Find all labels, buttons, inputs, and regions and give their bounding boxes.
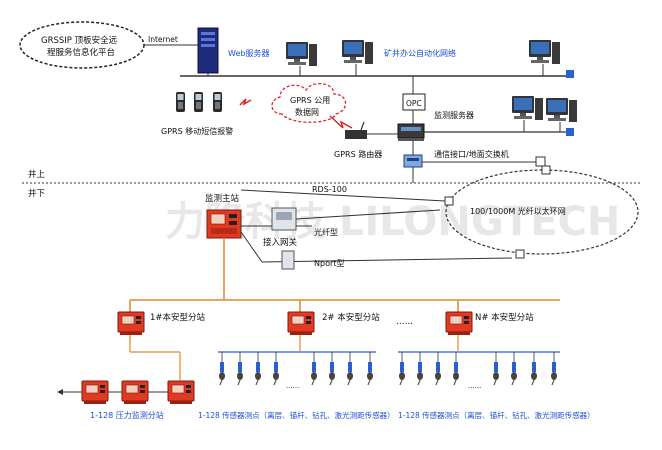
pressure-station-icon	[81, 380, 109, 405]
ring-network-label: 100/1000M 光纤以太环网	[470, 206, 566, 216]
pressure-station-icon	[121, 380, 149, 405]
platform-label-line1: GRSSIP 顶板安全远	[41, 35, 118, 46]
substation-dots: ......	[396, 317, 413, 327]
ring-node-icon	[541, 165, 551, 175]
mobile-phone-icon	[194, 92, 203, 112]
monitor-server-label: 监测服务器	[434, 110, 474, 120]
sensor-icon	[510, 351, 518, 386]
wireless-signal-icon	[239, 98, 252, 106]
sensor-group-1	[218, 351, 374, 386]
gprs-network-label-line2: 数据网	[295, 107, 319, 117]
substation-1-icon	[117, 311, 145, 336]
office-pc-icon	[529, 40, 560, 64]
substation-2-icon	[287, 311, 315, 336]
switch-port-icon	[566, 128, 574, 136]
monitor-host-label: 监测主站	[205, 193, 240, 204]
sensor-group-2	[398, 351, 558, 386]
access-gateway-label: 接入网关	[263, 237, 298, 248]
monitor-pc-icon	[546, 98, 577, 122]
gprs-network-cloud: GPRS 公用 数据网	[271, 83, 347, 123]
substation-2-label: 2# 本安型分站	[322, 312, 380, 323]
pressure-caption: 1-128 压力监测分站	[90, 410, 164, 420]
sensor-icon	[452, 351, 460, 386]
sensor-icon	[328, 351, 336, 386]
rds-label: RDS-100	[312, 185, 347, 194]
access-gateway-icon	[271, 207, 297, 231]
sensor-dots-2: ......	[468, 382, 481, 390]
ground-switch-icon	[403, 154, 423, 168]
platform-label-line2: 程服务信息化平台	[47, 47, 115, 58]
switch-node-icon	[535, 156, 546, 167]
mobile-phone-icon	[176, 92, 185, 112]
substation-n-label: N# 本安型分站	[475, 312, 534, 323]
substation-1-label: 1#本安型分站	[150, 312, 206, 323]
office-pc-icon	[286, 42, 317, 66]
gprs-sms-alarm-label: GPRS 移动短信报警	[161, 126, 233, 136]
ring-node-icon	[444, 196, 454, 206]
opc-box: OPC	[402, 93, 426, 111]
mobile-phone-icon	[213, 92, 222, 112]
internet-label: Internet	[148, 35, 178, 44]
nport-device-icon	[281, 250, 295, 270]
gprs-router-label: GPRS 路由器	[334, 149, 382, 159]
above-ground-label: 井上	[28, 169, 46, 180]
wireless-signal-icon	[329, 115, 353, 129]
fiber-type-label: 光纤型	[314, 227, 338, 237]
sensor-icon	[254, 351, 262, 386]
sensor-icon	[366, 351, 374, 386]
underground-label: 井下	[28, 188, 46, 199]
sensor-icon	[550, 351, 558, 386]
web-server-label: Web服务器	[228, 48, 269, 58]
substation-n-icon	[445, 311, 473, 336]
nport-type-label: Nport型	[314, 259, 344, 268]
sensor-icon	[492, 351, 500, 386]
monitor-host-icon	[206, 209, 242, 239]
sensor-caption-2: 1-128 传感器测点（离层、锚杆、钻孔、激光测距传感器）	[398, 410, 595, 420]
sensor-icon	[218, 351, 226, 386]
sensor-icon	[346, 351, 354, 386]
nport-link	[261, 257, 513, 263]
sensor-icon	[272, 351, 280, 386]
monitor-pc-icon	[512, 96, 543, 120]
sensor-icon	[434, 351, 442, 386]
rds-link	[240, 189, 446, 202]
sensor-icon	[530, 351, 538, 386]
grssip-platform-cloud: GRSSIP 顶板安全远 程服务信息化平台	[19, 21, 145, 69]
sensor-caption-1: 1-128 传感器测点（离层、锚杆、钻孔、激光测距传感器）	[198, 410, 395, 420]
gprs-router-icon	[345, 121, 367, 139]
monitor-server-icon	[397, 123, 425, 141]
sensor-dots-1: ......	[286, 382, 299, 390]
gprs-network-label-line1: GPRS 公用	[290, 96, 330, 105]
opc-label: OPC	[406, 99, 422, 108]
sensor-icon	[398, 351, 406, 386]
pressure-station-icon	[167, 380, 195, 405]
office-pc-icon	[342, 40, 373, 64]
office-network-label: 矿井办公自动化网络	[384, 48, 456, 58]
sensor-icon	[416, 351, 424, 386]
sensor-icon	[310, 351, 318, 386]
ring-node-icon	[515, 249, 525, 259]
comm-interface-label: 通信接口/地面交换机	[434, 149, 509, 159]
web-server-icon	[197, 27, 219, 74]
sensor-icon	[236, 351, 244, 386]
switch-port-icon	[566, 70, 574, 78]
